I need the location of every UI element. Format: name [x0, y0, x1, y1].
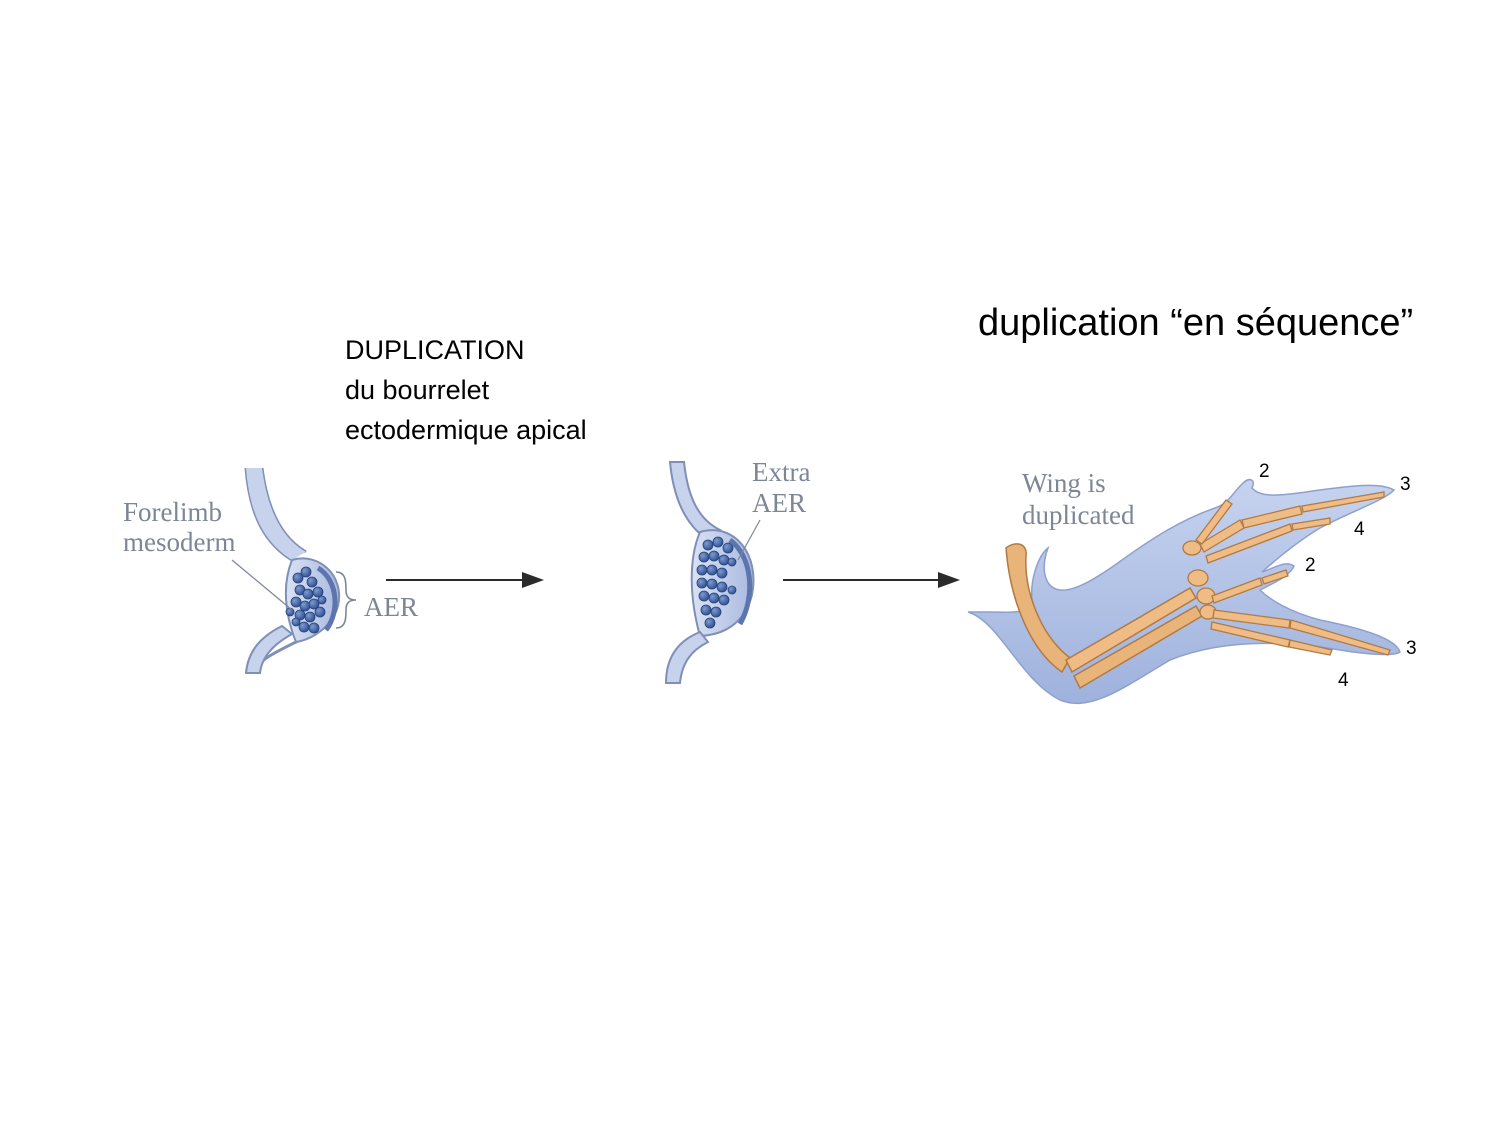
caption-line-2: du bourrelet	[345, 375, 490, 405]
digit-label-lower-2: 2	[1305, 555, 1316, 576]
digit-label-lower-3: 3	[1406, 638, 1417, 659]
aer-ridge	[316, 565, 338, 632]
digit-label-upper-4: 4	[1354, 519, 1365, 540]
wing-label-line-2: duplicated	[1022, 500, 1135, 530]
panel-3-duplicated-wing	[967, 478, 1401, 705]
aer-brace	[335, 571, 357, 629]
forelimb-mesoderm-label: Forelimb mesoderm	[123, 497, 235, 557]
body-wall-lower-2	[664, 630, 710, 684]
caption-line-3: ectodermique apical	[345, 415, 587, 445]
panel-1-limb-bud	[231, 467, 357, 674]
extra-aer-ridge	[728, 537, 753, 626]
extra-aer-label: Extra AER	[752, 457, 810, 519]
wrist-bones	[1182, 540, 1217, 620]
digit-label-upper-2: 2	[1259, 461, 1270, 482]
forelimb-label-line-2: mesoderm	[123, 527, 236, 557]
upper-digits	[1195, 491, 1385, 564]
arrow-2	[783, 572, 960, 588]
digit-label-lower-4: 4	[1338, 670, 1349, 691]
wing-duplicated-label: Wing is duplicated	[1022, 467, 1134, 531]
lower-digits	[1210, 569, 1391, 656]
label-leader	[231, 559, 293, 611]
extra-aer-label-line-2: AER	[752, 488, 806, 518]
mesoderm-cells	[285, 566, 327, 634]
caption-line-1: DUPLICATION	[345, 335, 525, 365]
body-wall-band-2	[668, 461, 722, 542]
extra-aer-label-line-1: Extra	[752, 457, 811, 487]
digit-label-upper-3: 3	[1400, 474, 1411, 495]
body-wall-lower	[244, 624, 294, 674]
panel-2-extra-aer	[664, 461, 761, 684]
wing-label-line-1: Wing is	[1022, 468, 1106, 498]
caption-text: DUPLICATION du bourrelet ectodermique ap…	[345, 330, 587, 450]
body-wall-band	[246, 468, 306, 560]
humerus-bone	[1005, 543, 1071, 674]
aer-label: AER	[364, 592, 418, 622]
label-leader-2	[737, 519, 761, 561]
forelimb-label-line-1: Forelimb	[123, 497, 222, 527]
body-wall-inner	[260, 467, 307, 554]
arrow-1	[386, 572, 544, 588]
mesoderm-cells-2	[696, 536, 737, 629]
radius-bone	[1065, 586, 1198, 674]
slide-title: duplication “en séquence”	[978, 302, 1414, 344]
